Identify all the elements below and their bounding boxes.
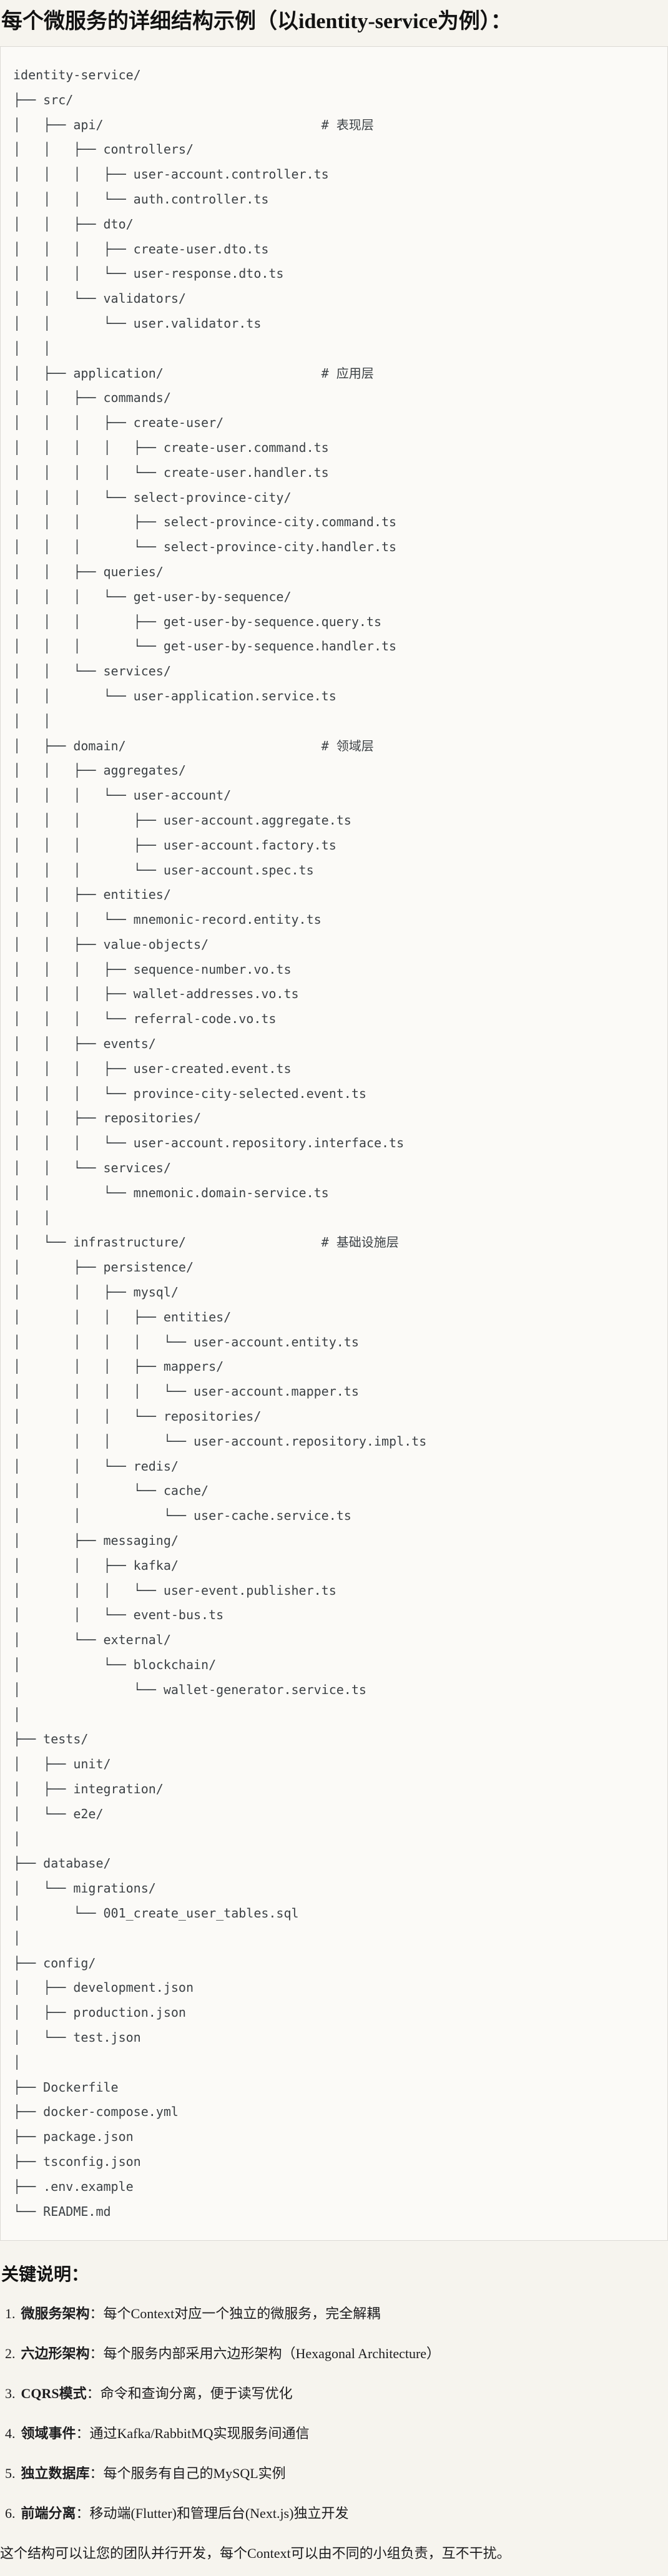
note-term: 六边形架构 (21, 2346, 90, 2362)
notes-heading: 关键说明： (1, 2265, 89, 2285)
note-colon: ： (89, 2346, 104, 2362)
note-number: 6. (5, 2505, 16, 2522)
note-item: 6. 前端分离：移动端(Flutter)和管理后台(Next.js)独立开发 (5, 2503, 668, 2524)
note-desc: 每个服务内部采用六边形架构（Hexagonal Architecture） (103, 2346, 441, 2362)
footer-note: 这个结构可以让您的团队并行开发，每个Context可以由不同的小组负责，互不干扰… (0, 2545, 511, 2562)
note-term: 独立数据库 (21, 2466, 90, 2482)
note-number: 4. (5, 2426, 16, 2442)
note-desc: 命令和查询分离，便于读写优化 (100, 2386, 293, 2402)
note-term: CQRS模式 (21, 2386, 87, 2402)
note-desc: 通过Kafka/RabbitMQ实现服务间通信 (89, 2426, 310, 2442)
note-number: 2. (5, 2346, 16, 2362)
file-tree-code-block: identity-service/ ├── src/ │ ├── api/ # … (0, 46, 668, 2241)
note-colon: ： (76, 2505, 90, 2522)
note-item: 4. 领域事件：通过Kafka/RabbitMQ实现服务间通信 (5, 2423, 668, 2444)
note-term: 微服务架构 (21, 2306, 90, 2322)
note-number: 1. (5, 2306, 16, 2322)
note-colon: ： (89, 2466, 104, 2482)
page-title: 每个微服务的详细结构示例（以identity-service为例）： (1, 10, 512, 33)
note-number: 3. (5, 2386, 16, 2402)
note-item: 3. CQRS模式：命令和查询分离，便于读写优化 (5, 2383, 668, 2404)
note-colon: ： (89, 2306, 104, 2322)
note-item: 5. 独立数据库：每个服务有自己的MySQL实例 (5, 2463, 668, 2484)
note-item: 2. 六边形架构：每个服务内部采用六边形架构（Hexagonal Architec… (5, 2343, 668, 2364)
note-colon: ： (86, 2386, 101, 2402)
note-desc: 每个Context对应一个独立的微服务，完全解耦 (103, 2306, 381, 2322)
notes-list: 1.微服务架构：每个Context对应一个独立的微服务，完全解耦 2.六边形架构… (0, 2303, 668, 2524)
note-term: 前端分离 (21, 2505, 76, 2522)
note-desc: 每个服务有自己的MySQL实例 (103, 2466, 286, 2482)
note-colon: ： (76, 2426, 90, 2442)
note-term: 领域事件 (21, 2426, 76, 2442)
note-number: 5. (5, 2466, 16, 2482)
note-desc: 移动端(Flutter)和管理后台(Next.js)独立开发 (89, 2505, 349, 2522)
note-item: 1. 微服务架构：每个Context对应一个独立的微服务，完全解耦 (5, 2303, 668, 2324)
